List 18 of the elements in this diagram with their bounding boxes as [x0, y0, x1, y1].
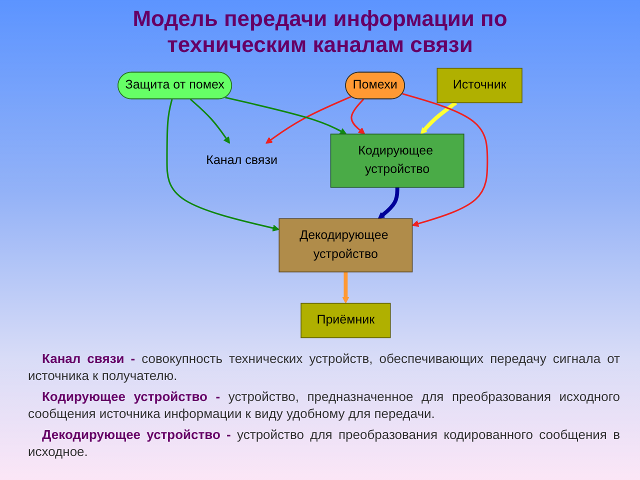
arrow [350, 98, 366, 134]
node-box: Источник [436, 68, 522, 104]
arrow [402, 93, 488, 227]
node-box: Приёмник [300, 302, 391, 338]
arrow [342, 272, 350, 304]
node-box: Кодирующее устройство [330, 134, 464, 188]
definition-paragraph: Декодирующее устройство - устройство для преобразования кодированного сообщения в исходное. [28, 426, 620, 460]
node-box: Декодирующее устройство [278, 218, 413, 272]
arrow [225, 96, 347, 134]
diagram-title: Модель передачи информации по техническим каналам связи [132, 6, 508, 58]
arrow [166, 99, 280, 232]
arrow [266, 96, 352, 144]
arrow [378, 187, 400, 219]
arrow [420, 101, 458, 134]
arrow [190, 98, 230, 144]
definition-paragraph: Кодирующее устройство - устройство, предназначенное для преобразования исходного сообщения источника информации к виду удобному для передачи. [28, 388, 620, 422]
node-text: Канал связи [206, 154, 278, 167]
definition-paragraph: Канал связи - совокупность технических устройств, обеспечивающих передачу сигнала от источника к получателю. [28, 350, 620, 384]
